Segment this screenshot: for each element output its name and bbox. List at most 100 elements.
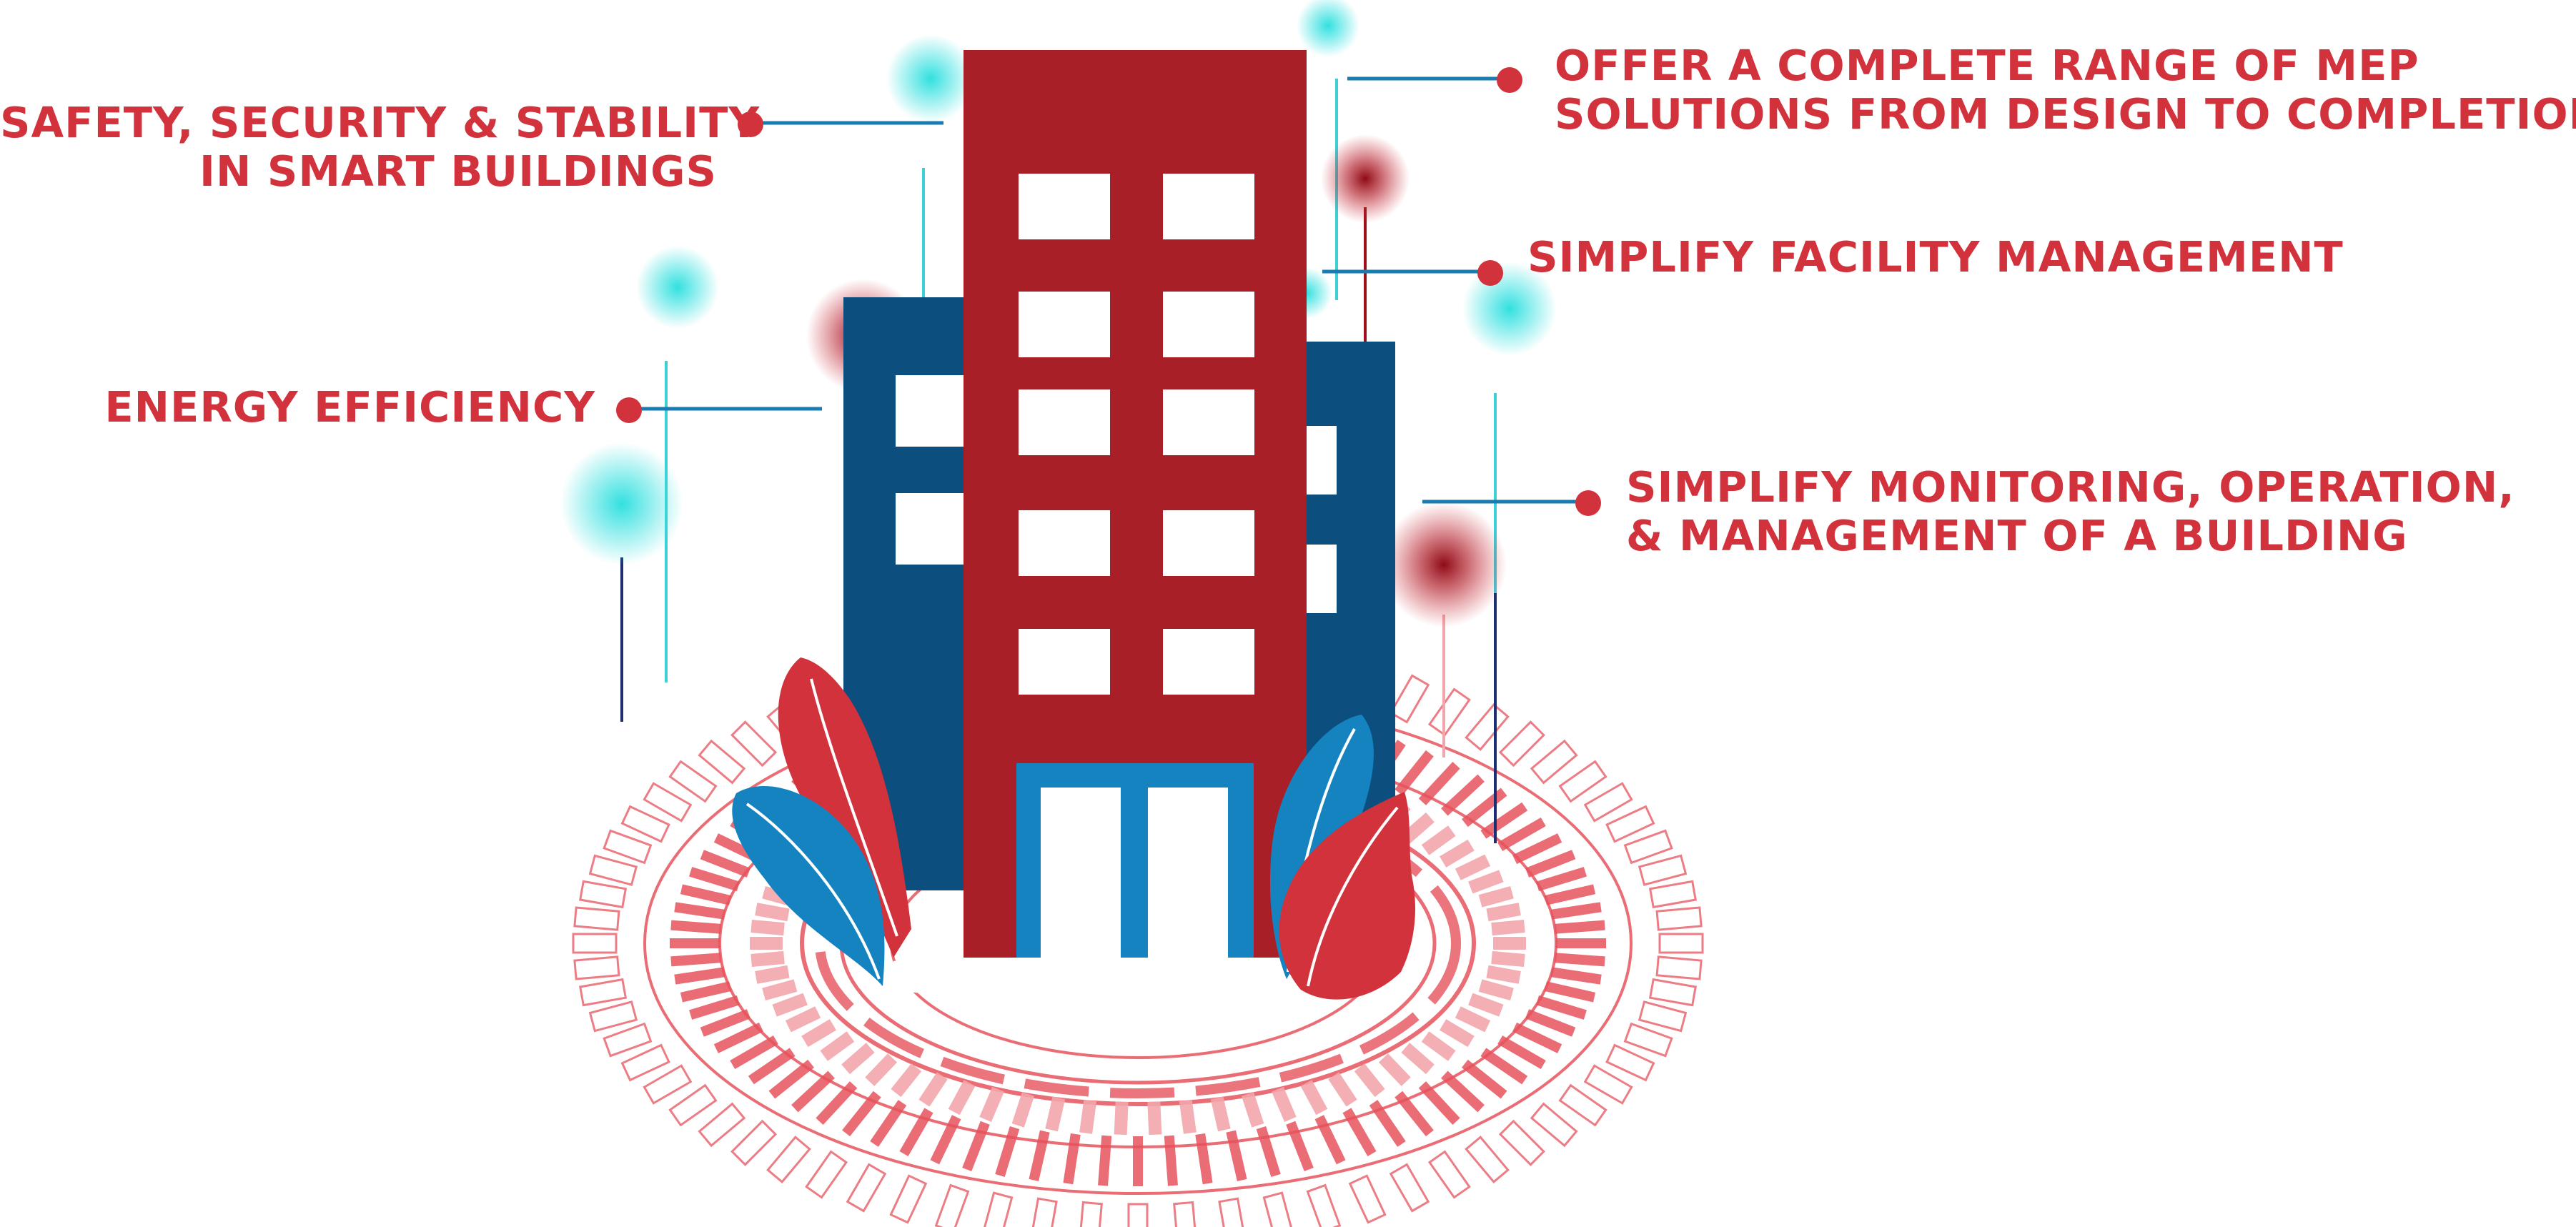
entrance-door-right xyxy=(1148,788,1228,958)
leaf-plant-icon xyxy=(1279,792,1415,1000)
window xyxy=(1163,629,1254,695)
ring-tick xyxy=(762,979,798,1000)
ring-tick xyxy=(1498,1119,1545,1166)
ring-tick xyxy=(1440,839,1475,868)
ring-tick xyxy=(1455,854,1491,880)
ring-tick xyxy=(1478,979,1514,1000)
ring-tick xyxy=(1493,937,1526,950)
ring-tick xyxy=(689,867,740,892)
ring-tick xyxy=(1262,1191,1294,1227)
ring-tick xyxy=(1535,995,1587,1020)
ring-tick xyxy=(1440,1019,1475,1048)
window xyxy=(1163,389,1254,455)
window xyxy=(896,375,963,447)
ring-tick xyxy=(981,1191,1014,1227)
ring-tick xyxy=(1478,886,1514,908)
callout-monitoring: SIMPLIFY MONITORING, OPERATION, & MANAGE… xyxy=(1626,463,2515,560)
ring-tick xyxy=(1556,938,1606,948)
ring-tick xyxy=(1314,1115,1346,1165)
office-building-icon xyxy=(843,50,1395,1004)
ring-tick xyxy=(889,1174,928,1224)
ring-tick xyxy=(1179,1099,1197,1134)
ring-tick xyxy=(841,1043,875,1075)
ring-tick xyxy=(1063,1133,1081,1185)
ring-tick xyxy=(1498,720,1545,768)
ring-tick xyxy=(1127,1203,1149,1227)
ring-tick xyxy=(1605,805,1655,843)
ring-tick xyxy=(801,1019,836,1048)
ring-tick xyxy=(573,906,620,931)
callout-mep: OFFER A COMPLETE RANGE OF MEP SOLUTIONS … xyxy=(1555,41,2576,139)
ring-tick xyxy=(1394,750,1434,796)
ring-tick xyxy=(680,884,732,905)
ring-tick xyxy=(1272,1086,1297,1122)
callout-safety-line-2: IN SMART BUILDINGS xyxy=(199,146,717,196)
ring-tick xyxy=(1418,1081,1460,1125)
ring-tick xyxy=(750,937,783,950)
window xyxy=(1019,292,1110,357)
ring-tick xyxy=(1147,1101,1162,1136)
ring-tick xyxy=(643,782,693,823)
ring-tick xyxy=(1427,1150,1471,1199)
ring-tick xyxy=(700,850,750,878)
ring-tick xyxy=(730,720,778,768)
ring-tick xyxy=(603,829,653,865)
glowing-node-icon xyxy=(1297,0,1359,57)
ring-tick xyxy=(846,1163,887,1213)
ring-tick xyxy=(1306,1183,1342,1227)
ring-tick xyxy=(1078,1201,1103,1227)
ring-tick xyxy=(1491,920,1525,936)
ring-tick xyxy=(891,1063,922,1098)
ring-tick xyxy=(820,1031,855,1061)
ring-tick xyxy=(918,1072,948,1107)
ring-tick xyxy=(620,805,670,843)
ring-tick xyxy=(730,1035,778,1070)
ring-tick xyxy=(750,950,785,967)
ring-tick xyxy=(1583,1064,1633,1105)
ring-tick xyxy=(1173,1201,1198,1227)
ring-tick xyxy=(1480,802,1528,839)
ring-tick xyxy=(1389,1163,1430,1213)
callout-dot-icon xyxy=(616,397,642,423)
ring-tick xyxy=(1655,955,1703,980)
ring-tick xyxy=(870,1100,907,1147)
callout-facility-line-1: SIMPLIFY FACILITY MANAGEMENT xyxy=(1527,232,2344,282)
ring-tick xyxy=(995,1126,1020,1177)
ring-tick xyxy=(1300,1080,1328,1116)
ring-tick xyxy=(842,1091,881,1137)
callout-dot-icon xyxy=(738,111,763,137)
ring-tick xyxy=(1401,1043,1435,1075)
ring-tick xyxy=(748,1048,796,1085)
ring-tick xyxy=(1342,1108,1377,1156)
window xyxy=(1019,389,1110,455)
ring-tick xyxy=(1421,1031,1456,1061)
ring-tick xyxy=(588,854,638,886)
ring-tick xyxy=(698,739,746,785)
ring-tick xyxy=(713,1022,763,1053)
ring-tick xyxy=(1623,1022,1673,1058)
ring-tick xyxy=(579,880,628,909)
ring-tick xyxy=(603,1022,653,1058)
ring-tick xyxy=(1378,1053,1411,1086)
ring-tick xyxy=(805,1150,848,1199)
ring-tick xyxy=(768,1059,814,1099)
ring-tick xyxy=(1369,1100,1406,1147)
ring-tick xyxy=(1486,965,1521,984)
ring-tick xyxy=(755,965,790,984)
ring-tick xyxy=(1133,1136,1143,1186)
window xyxy=(896,493,963,565)
ring-tick xyxy=(1583,782,1633,823)
ring-tick xyxy=(579,978,628,1007)
ring-tick xyxy=(1328,1072,1357,1107)
ring-tick xyxy=(1638,1000,1688,1033)
leaf-plant-icon xyxy=(778,657,911,958)
ring-tick xyxy=(698,1102,746,1148)
ring-tick xyxy=(1226,1130,1247,1182)
callout-monitoring-line-1: SIMPLIFY MONITORING, OPERATION, xyxy=(1626,462,2515,512)
ring-tick xyxy=(1648,978,1697,1007)
ring-tick xyxy=(1512,1022,1562,1053)
ring-tick xyxy=(1525,850,1576,878)
ring-tick xyxy=(1256,1126,1281,1177)
